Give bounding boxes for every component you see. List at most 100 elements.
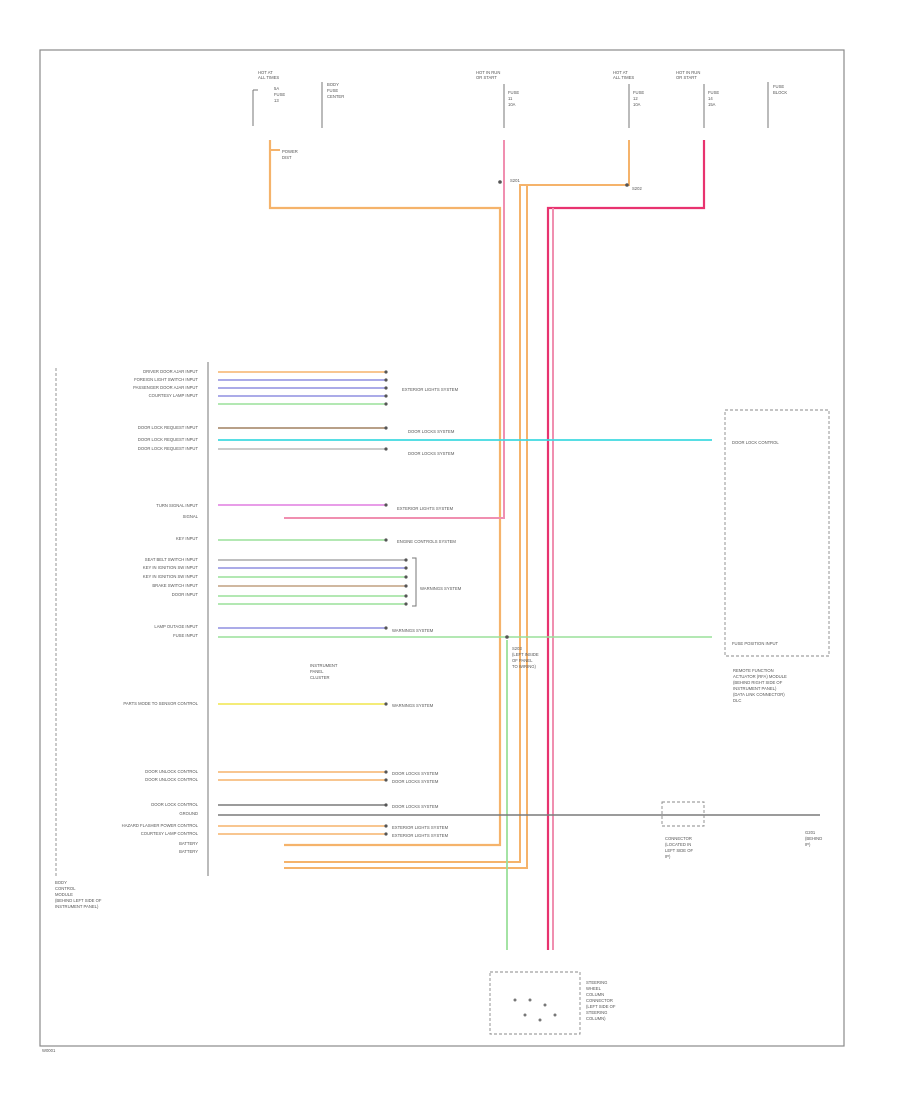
bcm-note-4: (BEHIND LEFT SIDE OF — [55, 898, 102, 903]
splice1-label: S201 — [510, 178, 520, 183]
bcm-pin-label: DOOR LOCK REQUEST INPUT — [138, 446, 199, 451]
doc-id: W0001 — [42, 1048, 56, 1053]
fuse3-label-1: HOT AT — [613, 70, 628, 75]
bcm-note-1: BODY — [55, 880, 67, 885]
ground-note-2: (BEHIND — [805, 836, 822, 841]
fuse2-sub-1: FUSE — [508, 90, 519, 95]
fuse4-sub-1: FUSE — [708, 90, 719, 95]
wire-pink-fuse2 — [284, 140, 505, 519]
system-label: ENGINE CONTROLS SYSTEM — [397, 539, 456, 544]
ground-note-1: G201 — [805, 830, 816, 835]
system-label: DOOR LOCKS SYSTEM — [408, 451, 455, 456]
conn-note-2: (LOCATED IN — [665, 842, 691, 847]
splice-note-3: OF PANEL — [512, 658, 533, 663]
bcm-pin-label: COURTESY LAMP INPUT — [149, 393, 199, 398]
bcm-note-5: INSTRUMENT PANEL) — [55, 904, 99, 909]
bcm-pin-label: TURN SIGNAL INPUT — [156, 503, 198, 508]
conn-note-1: CONNECTOR — [665, 836, 692, 841]
fuse1-sub-1: 5A — [274, 86, 279, 91]
fuse4-sub-3: 15A — [708, 102, 716, 107]
note4-2: BLOCK — [773, 90, 787, 95]
system-label: EXTERIOR LIGHTS SYSTEM — [392, 833, 449, 838]
fuse3-sub-2: 12 — [633, 96, 638, 101]
wire-orange-fuse3 — [284, 140, 630, 863]
system-label: DOOR LOCKS SYSTEM — [392, 804, 439, 809]
warnings-bracket — [412, 557, 417, 607]
bcm-pin-label: PARTS MODE TO SENSOR CONTROL — [123, 701, 198, 706]
bottom-conn-4: CONNECTOR — [586, 998, 613, 1003]
system-label: EXTERIOR LIGHTS SYSTEM — [397, 506, 454, 511]
bottom-conn-5: (LEFT SIDE OF — [586, 1004, 616, 1009]
fuse1-label-2: ALL TIMES — [258, 75, 279, 80]
fuse2-label-1: HOT IN RUN — [476, 70, 500, 75]
fuse4-label-1: HOT IN RUN — [676, 70, 700, 75]
note4-1: FUSE — [773, 84, 784, 89]
splice-note-4: TO WIRING) — [512, 664, 536, 669]
bcm-pin-label: DOOR LOCK REQUEST INPUT — [138, 425, 199, 430]
bcm-note-2: CONTROL — [55, 886, 76, 891]
fuse2-sub-3: 10A — [508, 102, 516, 107]
bcm-pin-label: BATTERY — [179, 849, 198, 854]
bottom-connector-pins — [513, 998, 557, 1022]
system-labels: EXTERIOR LIGHTS SYSTEM DOOR LOCKS SYSTEM D… — [392, 387, 462, 838]
bcm-pin-labels: DRIVER DOOR AJAR INPUT FOREIGN LIGHT SWIT… — [122, 369, 199, 854]
rfa-bottom-label: FUSE POSITION INPUT — [732, 641, 779, 646]
fuse3-sub-1: FUSE — [633, 90, 644, 95]
bcm-pin-label: KEY INPUT — [176, 536, 198, 541]
conn-note-4: IP) — [665, 854, 671, 859]
wire-orange-fuse1 — [268, 140, 502, 847]
system-label: DOOR LOCKS SYSTEM — [392, 779, 439, 784]
system-label: WARNINGS SYSTEM — [392, 628, 434, 633]
fuse1-sub-2: FUSE — [274, 92, 285, 97]
fuse2-sub-2: 11 — [508, 96, 513, 101]
bcm-pin-label: COURTESY LAMP CONTROL — [141, 831, 199, 836]
bottom-conn-6: STEERING — [586, 1010, 607, 1015]
bottom-conn-7: COLUMN) — [586, 1016, 606, 1021]
rfa-note-4: INSTRUMENT PANEL) — [733, 686, 777, 691]
bcm-pin-label: KEY IN IGNITION SW INPUT — [143, 565, 199, 570]
splice-note-1: S203 — [512, 646, 522, 651]
bcm-pin-label: DOOR INPUT — [172, 592, 199, 597]
rfa-top-label: DOOR LOCK CONTROL — [732, 440, 779, 445]
instrument-note-1: INSTRUMENT — [310, 663, 338, 668]
fuse4-label-2: OR START — [676, 75, 697, 80]
bcm-pin-label: DOOR LOCK CONTROL — [151, 802, 198, 807]
bcm-pin-label: PASSENGER DOOR AJAR INPUT — [133, 385, 198, 390]
wire-orange-2 — [284, 185, 528, 869]
rfa-module-box — [724, 409, 830, 657]
bcm-pin-label: BRAKE SWITCH INPUT — [152, 583, 198, 588]
ground-connector-box — [661, 801, 705, 827]
rfa-note-1: REMOTE FUNCTION — [733, 668, 774, 673]
bcm-note-3: MODULE — [55, 892, 73, 897]
bottom-conn-3: COLUMN — [586, 992, 604, 997]
diagram-frame — [39, 49, 845, 1047]
fuse3-sub-3: 10A — [633, 102, 641, 107]
system-label: WARNINGS SYSTEM — [420, 586, 462, 591]
bcm-pin-label: DOOR UNLOCK CONTROL — [145, 777, 198, 782]
bcm-pin-label: HAZARD FLASHER POWER CONTROL — [122, 823, 199, 828]
bcm-short-wires — [218, 371, 405, 835]
rfa-note2-1: (DATA LINK CONNECTOR) — [733, 692, 785, 697]
fuse2-label-2: OR START — [476, 75, 497, 80]
note1-2: FUSE — [327, 88, 338, 93]
bottom-connector-box — [489, 971, 581, 1035]
fuse3-label-2: ALL TIMES — [613, 75, 634, 80]
splice-note-2: (LEFT INSIDE — [512, 652, 539, 657]
rfa-note-2: ACTUATOR (RFA) MODULE — [733, 674, 787, 679]
arrow-heads — [384, 180, 629, 836]
conn-note-3: LEFT SIDE OF — [665, 848, 694, 853]
splice2-label: S202 — [632, 186, 642, 191]
bcm-pin-label: FOREIGN LIGHT SWITCH INPUT — [134, 377, 198, 382]
bcm-pin-label: SIGNAL — [183, 514, 199, 519]
ground-note-3: IP) — [805, 842, 811, 847]
note1-3: CENTER — [327, 94, 344, 99]
bcm-pin-label: SEAT BELT SWITCH INPUT — [145, 557, 199, 562]
bcm-pin-label: BATTERY — [179, 841, 198, 846]
system-label: WARNINGS SYSTEM — [392, 703, 434, 708]
system-label: DOOR LOCKS SYSTEM — [392, 771, 439, 776]
system-label: DOOR LOCKS SYSTEM — [408, 429, 455, 434]
bottom-conn-1: STEERING — [586, 980, 607, 985]
fuse1-sub-3: 13 — [274, 98, 279, 103]
wire-orange-fuse1-top — [269, 140, 280, 151]
bcm-pin-label: DRIVER DOOR AJAR INPUT — [143, 369, 198, 374]
